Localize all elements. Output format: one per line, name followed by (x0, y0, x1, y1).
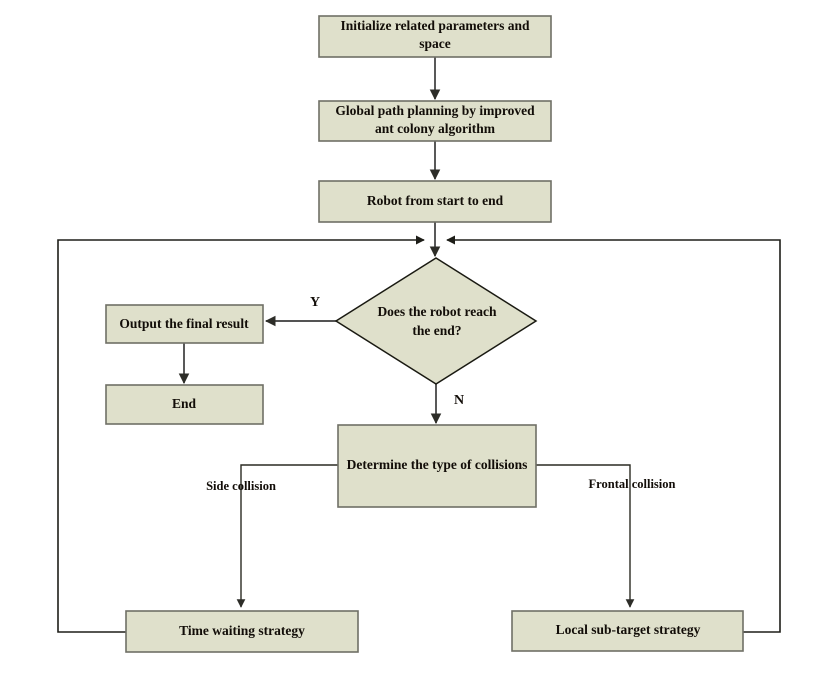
edge-determine-to-time-waiting (236, 464, 338, 608)
node-output-final-result-label: Output the final result (119, 316, 249, 331)
edge-label-side-collision: Side collision (206, 479, 276, 493)
node-determine-collision-type-label: Determine the type of collisions (347, 457, 528, 472)
node-robot-from-start-to-end-label: Robot from start to end (367, 193, 504, 208)
node-output-final-result[interactable]: Output the final result (105, 304, 264, 344)
node-initialize-line2: space (419, 36, 451, 51)
feedback-loop-left (57, 235, 425, 633)
node-decision-reach-end[interactable]: Does the robot reach the end? (334, 257, 538, 385)
node-local-subtarget-strategy[interactable]: Local sub-target strategy (511, 610, 744, 652)
node-global-path-planning[interactable]: Global path planning by improved ant col… (318, 100, 552, 142)
node-decision-reach-end-line2: the end? (412, 323, 461, 338)
edge-label-frontal-collision: Frontal collision (589, 477, 676, 491)
node-end-label: End (172, 396, 197, 411)
node-global-path-planning-line2: ant colony algorithm (375, 121, 496, 136)
edge-label-yes: Y (310, 295, 320, 310)
feedback-loop-right (446, 235, 781, 633)
node-end[interactable]: End (105, 384, 264, 425)
node-time-waiting-strategy[interactable]: Time waiting strategy (125, 610, 359, 653)
node-decision-reach-end-line1: Does the robot reach (377, 304, 497, 319)
node-time-waiting-strategy-label: Time waiting strategy (179, 623, 305, 638)
node-local-subtarget-strategy-label: Local sub-target strategy (556, 622, 701, 637)
edge-label-no: N (454, 393, 464, 408)
node-initialize[interactable]: Initialize related parameters and space (318, 15, 552, 58)
node-initialize-line1: Initialize related parameters and (340, 18, 530, 33)
node-robot-from-start-to-end[interactable]: Robot from start to end (318, 180, 552, 223)
node-determine-collision-type[interactable]: Determine the type of collisions (337, 424, 537, 508)
node-global-path-planning-line1: Global path planning by improved (335, 103, 535, 118)
edge-determine-to-local-subtarget (536, 464, 635, 608)
